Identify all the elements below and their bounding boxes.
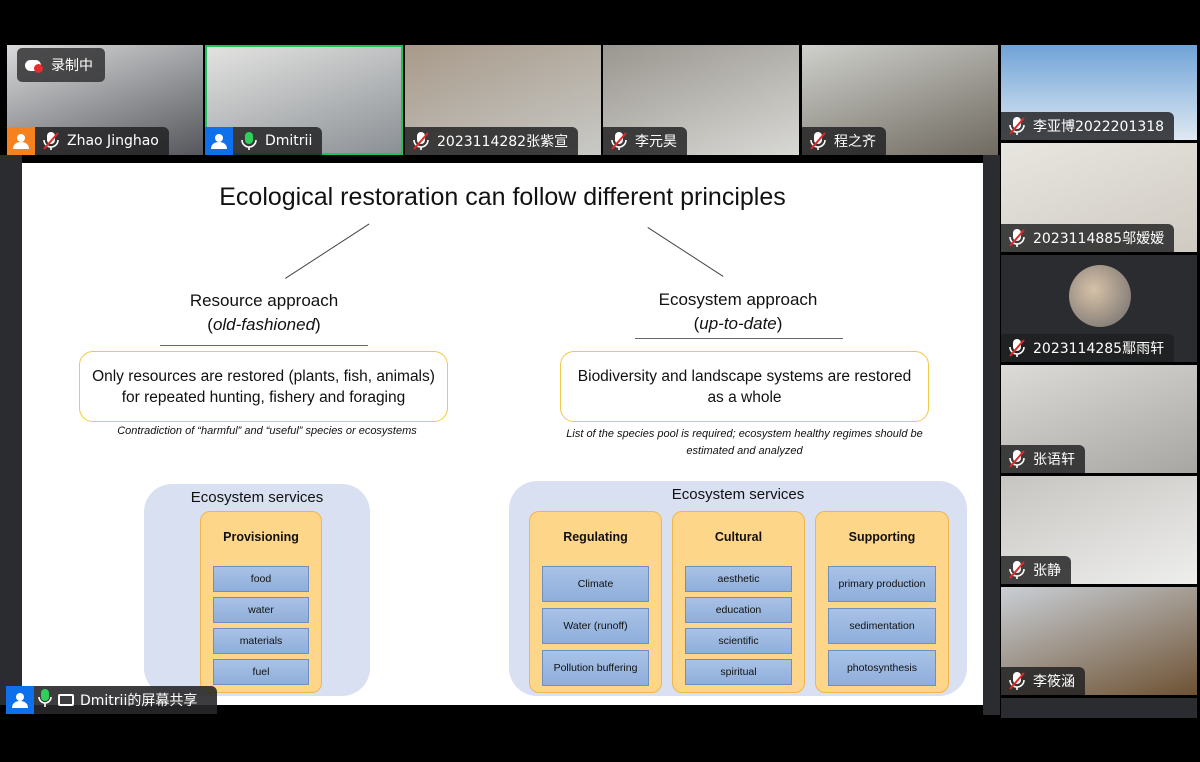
video-tile[interactable]: 张静 [1001,476,1197,584]
column-title: Provisioning [223,530,299,544]
service-item: Pollution buffering [542,650,649,686]
mic-muted-icon [1007,671,1029,691]
participant-name-bar: 2023114285鄢雨轩 [1001,334,1175,362]
video-tile[interactable]: 程之齐 [802,45,998,155]
connector-line [647,227,724,277]
user-avatar-icon [205,127,233,155]
service-item: Climate [542,566,649,602]
participant-name-bar: 李筱涵 [1001,667,1085,695]
shared-slide: Ecological restoration can follow differ… [22,163,983,705]
ecosystem-approach-note: List of the species pool is required; ec… [566,428,923,457]
service-item: fuel [213,659,309,685]
scroll-gutter[interactable] [983,155,1000,715]
service-item: scientific [685,628,792,654]
mic-muted-icon [609,131,631,151]
participant-name: Dmitrii [265,133,313,149]
recording-label: 录制中 [51,58,93,74]
video-tile[interactable]: 李元昊 [603,45,799,155]
column-title: Supporting [848,530,916,544]
service-item: photosynthesis [828,650,936,686]
provisioning-column: Provisioning food water materials fuel [200,511,322,693]
resource-approach-sub: old-fashioned [212,315,316,334]
mic-muted-icon [1007,116,1029,136]
cloud-record-icon [25,57,45,73]
video-tile[interactable]: 张语轩 [1001,365,1197,473]
service-item: materials [213,628,309,654]
mic-on-icon [38,688,52,712]
mic-muted-icon [411,131,433,151]
service-item: primary production [828,566,936,602]
resource-approach-note: Contradiction of “harmful” and “useful” … [117,425,417,437]
participant-name: Zhao Jinghao [67,133,159,149]
participant-name: 程之齐 [834,134,876,150]
ecosystem-approach-heading: Ecosystem approach (up-to-date) [658,290,818,333]
participant-name-bar: 2023114885邬嫒嫒 [1001,224,1175,252]
participant-name-bar: 李元昊 [603,127,687,155]
profile-picture [1069,265,1131,327]
column-title: Regulating [563,530,628,544]
participant-name-bar: Dmitrii [205,127,323,155]
participant-name-bar: Zhao Jinghao [7,127,169,155]
participant-name-bar: 张静 [1001,556,1071,584]
recording-indicator[interactable]: 录制中 [17,48,105,82]
screen-share-label: Dmitrii的屏幕共享 [6,686,217,714]
participant-name: 张静 [1033,563,1061,579]
mic-muted-icon [1007,228,1029,248]
participant-name-bar: 程之齐 [802,127,886,155]
service-item: spiritual [685,659,792,685]
video-tile[interactable]: 2023114285鄢雨轩 [1001,255,1197,362]
ecosystem-approach-box: Biodiversity and landscape systems are r… [560,351,929,422]
participant-name-bar: 李亚博2022201318 [1001,112,1175,140]
participant-name: 2023114282张紫宣 [437,134,569,150]
video-tile[interactable]: 2023114282张紫宣 [405,45,601,155]
service-item: food [213,566,309,592]
mic-muted-icon [1007,560,1029,580]
user-avatar-icon [6,686,34,714]
video-tile[interactable]: Zhao Jinghao [7,45,203,155]
supporting-column: Supporting primary production sedimentatio… [815,511,949,693]
ecosystem-approach-sub: up-to-date [699,314,777,333]
service-item: Water (runoff) [542,608,649,644]
participant-name-bar: 2023114282张紫宣 [405,127,579,155]
user-avatar-icon [7,127,35,155]
resource-approach-heading: Resource approach (old-fashioned) [189,291,339,334]
video-tile[interactable] [1001,698,1197,718]
participant-name: 2023114285鄢雨轩 [1033,341,1165,357]
video-tile[interactable]: 2023114885邬嫒嫒 [1001,143,1197,252]
mic-muted-icon [1007,449,1029,469]
resource-approach-box: Only resources are restored (plants, fis… [79,351,448,422]
video-tile[interactable]: 李亚博2022201318 [1001,45,1197,140]
mic-muted-icon [808,131,830,151]
participant-name: 李筱涵 [1033,674,1075,690]
participant-name: 张语轩 [1033,452,1075,468]
video-tile[interactable]: 李筱涵 [1001,587,1197,695]
service-item: education [685,597,792,623]
connector-line [285,223,370,279]
video-tile[interactable]: Dmitrii [205,45,403,155]
cultural-column: Cultural aesthetic education scientific spir… [672,511,805,693]
mic-muted-icon [1007,338,1029,358]
participant-name-bar: 张语轩 [1001,445,1085,473]
participant-name: 李亚博2022201318 [1033,119,1165,135]
mic-muted-icon [41,131,63,151]
slide-title: Ecological restoration can follow differ… [219,183,786,211]
mic-on-icon [239,131,261,151]
service-item: sedimentation [828,608,936,644]
participant-name: 2023114885邬嫒嫒 [1033,231,1165,247]
column-title: Cultural [714,530,763,544]
screen-share-icon [58,694,74,706]
service-item: aesthetic [685,566,792,592]
participant-name: 李元昊 [635,134,677,150]
service-item: water [213,597,309,623]
left-gutter [0,155,22,705]
